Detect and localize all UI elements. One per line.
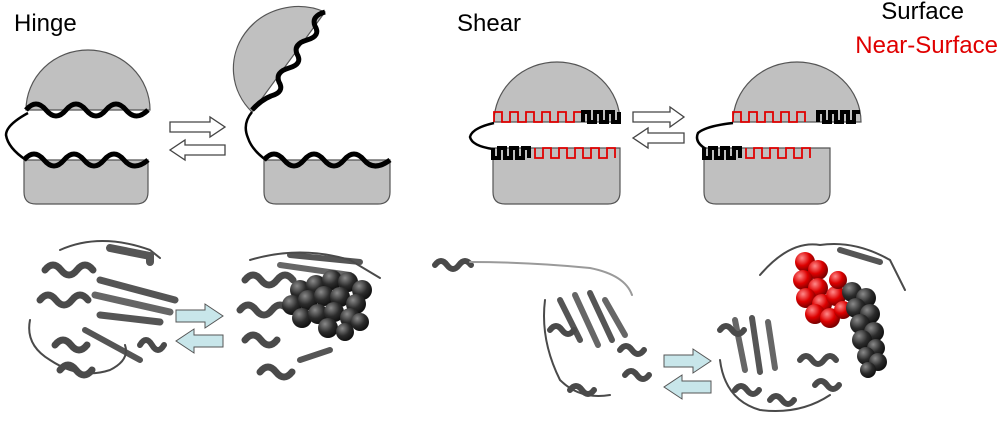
hinge-open-domains xyxy=(232,5,392,205)
upper-domain-rotated xyxy=(232,5,326,113)
hinge-linker xyxy=(244,111,267,162)
lower-near-surface xyxy=(534,147,616,159)
lower-near-surface xyxy=(745,147,811,159)
atom-spheres-icon xyxy=(793,252,852,328)
atom-spheres-icon xyxy=(842,282,887,378)
equilibrium-arrows-icon xyxy=(631,105,686,150)
equilibrium-arrows-icon xyxy=(175,303,224,354)
equilibrium-arrows-icon xyxy=(168,115,227,162)
upper-rotated-surface xyxy=(250,9,326,112)
lower-interface-surface xyxy=(22,151,150,169)
upper-surface xyxy=(816,110,860,124)
protein-ribbon-icon xyxy=(432,258,652,397)
upper-domain-shifted xyxy=(732,61,862,123)
protein-ribbon-icon xyxy=(717,243,906,412)
upper-domain xyxy=(493,61,621,123)
shear-title: Shear xyxy=(457,10,522,37)
hinge-closed-domains xyxy=(4,49,151,205)
lower-interface-surface xyxy=(262,151,392,169)
shear-linker xyxy=(695,121,734,151)
equilibrium-arrows-icon xyxy=(663,348,712,400)
lower-surface xyxy=(491,146,531,160)
lower-surface xyxy=(702,146,742,160)
legend-surface-label: Surface xyxy=(881,0,964,25)
upper-near-surface xyxy=(493,111,583,123)
protein-ribbon-icon xyxy=(28,240,179,379)
upper-interface-surface xyxy=(24,101,150,119)
shear-closed-domains xyxy=(468,61,621,205)
hinge-linker xyxy=(4,111,29,162)
upper-surface xyxy=(581,110,621,124)
lower-domain xyxy=(492,147,621,205)
upper-domain xyxy=(25,49,151,111)
legend-near-surface-label: Near-Surface xyxy=(855,32,998,59)
shear-open-domains xyxy=(695,61,862,205)
protein-ribbon-icon xyxy=(236,251,381,381)
lower-domain xyxy=(263,159,391,205)
hinge-title: Hinge xyxy=(14,10,77,37)
atom-spheres-icon xyxy=(282,270,372,341)
upper-near-surface xyxy=(732,111,806,123)
lower-domain xyxy=(703,147,831,205)
lower-domain xyxy=(23,159,149,205)
shear-linker xyxy=(468,121,495,151)
